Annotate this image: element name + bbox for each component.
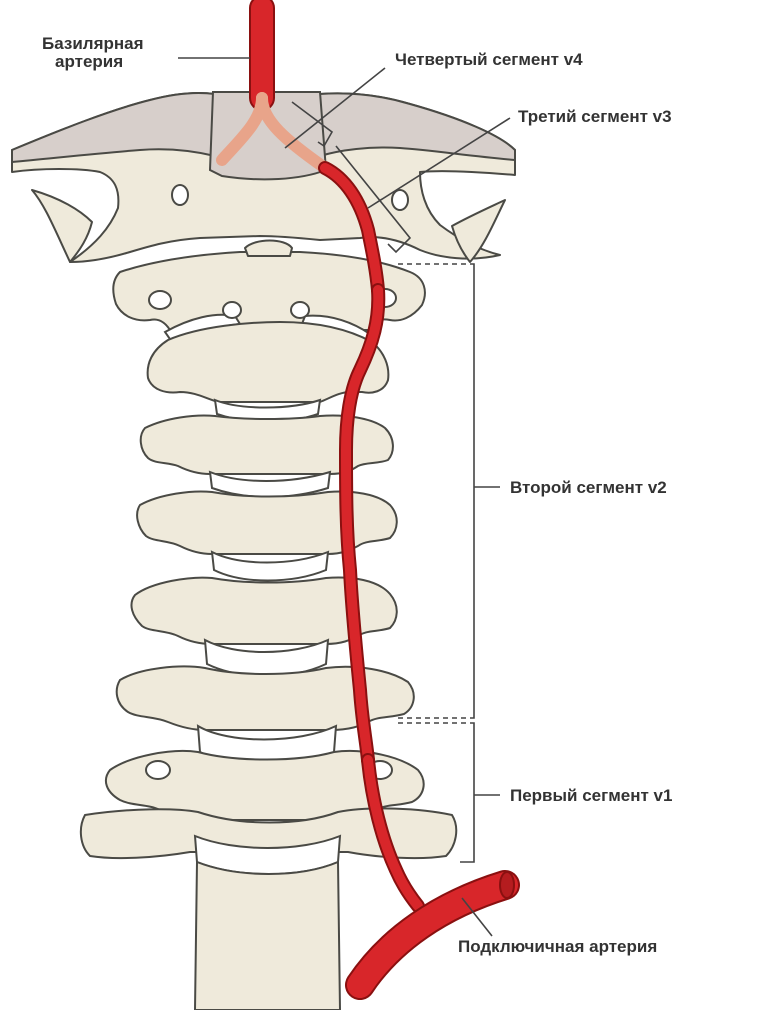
dens-right-hole: [290, 301, 310, 319]
axis-vertebra-c2: [146, 321, 390, 403]
skull-base: [11, 91, 516, 263]
v4-leader: [284, 67, 386, 149]
v3-bracket: [335, 145, 412, 254]
dens-left-hole: [222, 301, 242, 319]
left-mastoid-process: [31, 189, 93, 263]
vertebra-t1: [79, 807, 458, 860]
v3-leader: [367, 117, 511, 209]
labels: Базилярная артерия Четвертый сегмент v4 …: [42, 34, 672, 956]
subclavian-artery: [347, 872, 518, 998]
v2-artery: [341, 285, 384, 765]
annotation-lines: [178, 57, 511, 937]
skull-foramen-left: [171, 184, 189, 206]
segment-v4-label: Четвертый сегмент v4: [395, 50, 583, 69]
segment-v2-label: Второй сегмент v2: [510, 478, 667, 497]
v4-bracket: [291, 101, 334, 148]
right-mastoid-process: [451, 199, 506, 263]
v1-artery: [363, 755, 423, 911]
vertebra-c6: [115, 665, 415, 731]
cervical-spine: [79, 239, 458, 1010]
thoracic-body: [194, 861, 341, 1010]
v3-artery: [320, 163, 383, 295]
subclavian-artery-label: Подключичная артерия: [458, 937, 657, 956]
vertebra-c4: [136, 490, 398, 555]
segment-v1-label: Первый сегмент v1: [510, 786, 672, 805]
vertebra-c7: [104, 749, 425, 821]
v4-branch-right: [256, 92, 331, 174]
vertebra-c5: [130, 576, 398, 645]
subclavian-artery-opening: [499, 871, 515, 899]
segment-v3-label: Третий сегмент v3: [518, 107, 672, 126]
vertebra-c3: [139, 414, 394, 475]
v2-bracket: [470, 263, 475, 719]
skull-foramen-right: [391, 189, 409, 211]
v1-bracket: [460, 722, 475, 863]
disc-c4-c5: [210, 550, 330, 582]
atlas-foramen-left: [148, 290, 172, 310]
dens-tip: [244, 239, 293, 257]
basilar-artery-label-line2: артерия: [55, 52, 123, 71]
c7-foramen-left: [145, 760, 171, 780]
vertebral-artery: [216, 0, 520, 1000]
subclavian-leader: [461, 897, 493, 937]
basilar-artery-label-line1: Базилярная: [42, 34, 144, 53]
